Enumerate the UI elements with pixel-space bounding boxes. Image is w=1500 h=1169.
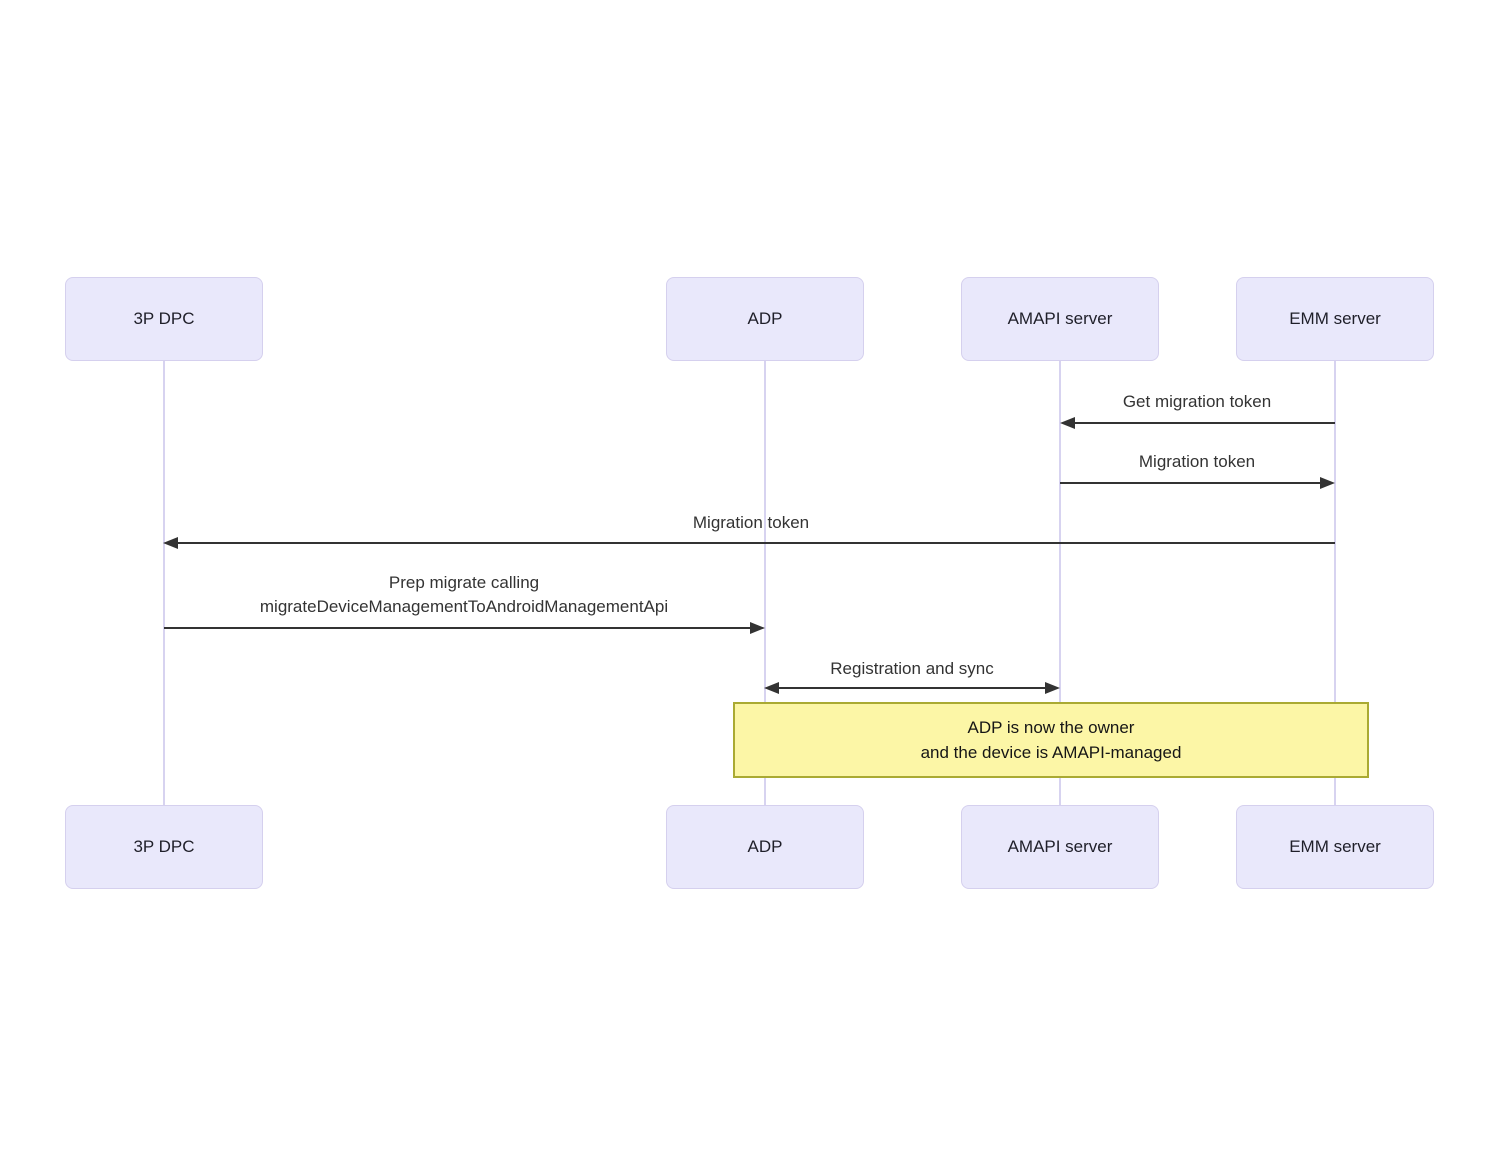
note-box: ADP is now the owner and the device is A… <box>733 702 1369 778</box>
message-label-line1: Prep migrate calling <box>388 573 540 592</box>
actor-amapi-server-bottom: AMAPI server <box>961 805 1159 889</box>
arrowhead-left-icon <box>1060 417 1075 429</box>
arrowhead-right-icon <box>1045 682 1060 694</box>
message-label-registration-sync: Registration and sync <box>830 659 994 678</box>
actor-label: EMM server <box>1289 837 1381 856</box>
message-label-prep-migrate: Prep migrate calling migrateDeviceManage… <box>260 571 668 619</box>
actor-adp-top: ADP <box>666 277 864 361</box>
message-label-line2: migrateDeviceManagementToAndroidManageme… <box>259 597 669 616</box>
actor-label: 3P DPC <box>133 309 195 328</box>
message-line <box>1074 422 1335 424</box>
actor-label: AMAPI server <box>1007 309 1113 328</box>
actor-3p-dpc-top: 3P DPC <box>65 277 263 361</box>
lifeline-adp <box>764 361 766 805</box>
message-label-get-migration-token: Get migration token <box>1122 392 1272 411</box>
message-line <box>1060 482 1320 484</box>
actor-emm-server-top: EMM server <box>1236 277 1434 361</box>
actor-emm-server-bottom: EMM server <box>1236 805 1434 889</box>
message-line <box>164 627 750 629</box>
actor-label: ADP <box>747 837 783 856</box>
message-line <box>777 687 1047 689</box>
actor-adp-bottom: ADP <box>666 805 864 889</box>
arrowhead-left-icon <box>764 682 779 694</box>
actor-label: 3P DPC <box>133 837 195 856</box>
actor-3p-dpc-bottom: 3P DPC <box>65 805 263 889</box>
actor-label: EMM server <box>1289 309 1381 328</box>
note-line1: ADP is now the owner <box>967 718 1135 737</box>
note-line2: and the device is AMAPI-managed <box>920 743 1182 762</box>
lifeline-emm-server <box>1334 361 1336 805</box>
arrowhead-left-icon <box>163 537 178 549</box>
message-line <box>177 542 1335 544</box>
message-label-migration-token-1: Migration token <box>1138 452 1256 471</box>
actor-label: ADP <box>747 309 783 328</box>
actor-label: AMAPI server <box>1007 837 1113 856</box>
message-label-migration-token-2: Migration token <box>692 513 810 532</box>
lifeline-amapi-server <box>1059 361 1061 805</box>
arrowhead-right-icon <box>750 622 765 634</box>
lifeline-3p-dpc <box>163 361 165 805</box>
arrowhead-right-icon <box>1320 477 1335 489</box>
actor-amapi-server-top: AMAPI server <box>961 277 1159 361</box>
